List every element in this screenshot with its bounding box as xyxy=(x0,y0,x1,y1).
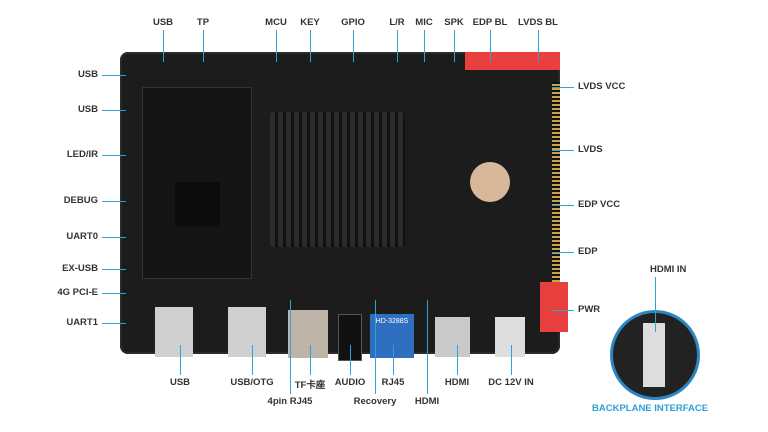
leader-line xyxy=(397,30,398,62)
leader-line xyxy=(454,30,455,62)
right-label: LVDS xyxy=(578,144,603,155)
leader-line xyxy=(511,345,512,375)
leader-line xyxy=(375,300,376,394)
top-label: USB xyxy=(152,17,174,28)
leader-line xyxy=(552,87,574,88)
leader-line xyxy=(350,345,351,375)
bottom-label-row2: Recovery xyxy=(353,396,397,407)
top-label: EDP BL xyxy=(472,17,508,28)
right-label: EDP VCC xyxy=(578,199,621,210)
leader-line xyxy=(552,310,574,311)
bottom-label: USB xyxy=(169,377,191,388)
top-label: MCU xyxy=(265,17,287,28)
leader-line xyxy=(457,345,458,375)
rj45-4pin xyxy=(288,310,328,358)
bottom-label: RJ45 xyxy=(381,377,405,388)
bottom-label: USB/OTG xyxy=(230,377,274,388)
leader-line xyxy=(102,201,126,202)
leader-line xyxy=(427,300,428,394)
chip xyxy=(175,182,220,227)
hdmi-in-label: HDMI IN xyxy=(650,264,687,275)
rj45-port: HD-3288S xyxy=(370,314,414,358)
usb-otg-port xyxy=(228,307,266,357)
right-label: LVDS VCC xyxy=(578,81,626,92)
leader-line xyxy=(102,293,126,294)
heatsink xyxy=(270,112,405,247)
left-label: USB xyxy=(77,104,98,115)
leader-line xyxy=(276,30,277,62)
leader-line xyxy=(393,345,394,375)
right-label: PWR xyxy=(578,304,601,315)
top-label: LVDS BL xyxy=(518,17,558,28)
left-label: UART1 xyxy=(66,317,98,328)
leader-line xyxy=(252,345,253,375)
board: HD-3288S xyxy=(120,52,568,361)
backplane-interface-label: BACKPLANE INTERFACE xyxy=(592,403,709,414)
leader-line xyxy=(353,30,354,62)
top-label: KEY xyxy=(300,17,320,28)
pwr-connector xyxy=(540,282,568,332)
leader-line xyxy=(102,75,126,76)
bottom-label: TF卡座 xyxy=(294,380,326,391)
leader-line xyxy=(102,323,126,324)
left-label: UART0 xyxy=(66,231,98,242)
top-label: GPIO xyxy=(341,17,365,28)
leader-line xyxy=(102,237,126,238)
leader-line xyxy=(102,155,126,156)
left-label: USB xyxy=(77,69,98,80)
left-label: 4G PCI-E xyxy=(57,287,98,298)
leader-line xyxy=(310,345,311,375)
leader-line xyxy=(163,30,164,62)
leader-line xyxy=(552,205,574,206)
leader-line xyxy=(102,269,126,270)
leader-line xyxy=(180,345,181,375)
right-label: EDP xyxy=(578,246,598,257)
dc-jack xyxy=(495,317,525,357)
leader-line xyxy=(552,150,574,151)
bottom-label: DC 12V IN xyxy=(488,377,534,388)
board-chip-label: HD-3288S xyxy=(375,318,409,325)
left-label: DEBUG xyxy=(63,195,98,206)
bottom-label: HDMI xyxy=(444,377,470,388)
leader-line xyxy=(310,30,311,62)
leader-line xyxy=(424,30,425,62)
bottom-label-row2: HDMI xyxy=(414,396,440,407)
red-connectors xyxy=(465,52,560,70)
left-label: EX-USB xyxy=(62,263,98,274)
leader-line xyxy=(490,30,491,62)
top-label: L/R xyxy=(389,17,405,28)
top-label: SPK xyxy=(444,17,464,28)
bottom-label-row2: 4pin RJ45 xyxy=(267,396,313,407)
coin-battery xyxy=(470,162,510,202)
leader-line xyxy=(538,30,539,62)
leader-line xyxy=(203,30,204,62)
lvds-header xyxy=(552,82,560,282)
top-label: TP xyxy=(196,17,210,28)
leader-line xyxy=(552,252,574,253)
left-label: LED/IR xyxy=(66,149,98,160)
hdmi-port xyxy=(435,317,470,357)
bottom-label: AUDIO xyxy=(334,377,366,388)
usb-port xyxy=(155,307,193,357)
leader-line xyxy=(102,110,126,111)
leader-line xyxy=(290,300,291,394)
top-label: MIC xyxy=(415,17,433,28)
